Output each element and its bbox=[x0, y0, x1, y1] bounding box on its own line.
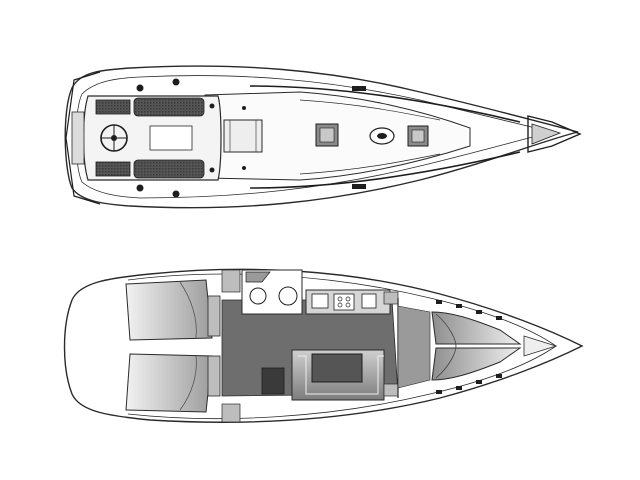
galley-stove bbox=[333, 293, 355, 311]
companionway-hatch bbox=[223, 119, 263, 153]
winch-stbd-aft bbox=[136, 184, 144, 192]
locker-port-fwd bbox=[383, 291, 399, 305]
cockpit-seat-port bbox=[133, 97, 205, 117]
locker-stbd-fwd bbox=[383, 383, 399, 397]
vberth-port bbox=[431, 311, 522, 345]
transom-platform bbox=[71, 111, 85, 165]
saloon-table bbox=[311, 353, 363, 383]
cockpit-seat-stbd bbox=[133, 159, 205, 179]
genoa-track-port bbox=[249, 85, 521, 123]
aft-pushpit bbox=[65, 71, 101, 205]
bow-pulpit bbox=[527, 115, 582, 153]
chart-table bbox=[261, 367, 285, 395]
aft-berth-port bbox=[125, 279, 213, 341]
galley-fridge bbox=[361, 293, 377, 309]
deck-toerail bbox=[75, 75, 553, 199]
aft-locker-stbd bbox=[207, 355, 221, 397]
vberth-stbd bbox=[431, 347, 522, 381]
aft-berth-stbd bbox=[125, 353, 213, 413]
deck-plan bbox=[64, 65, 582, 209]
hull-shelves bbox=[436, 300, 502, 394]
winch-port-fwd bbox=[172, 78, 180, 86]
helm-seat-port bbox=[95, 99, 131, 115]
chain-locker bbox=[523, 335, 558, 357]
toilet-icon bbox=[249, 287, 267, 305]
galley-sink bbox=[311, 293, 329, 309]
winch-stbd-fwd bbox=[172, 190, 180, 198]
washbasin-icon bbox=[278, 286, 298, 306]
winch-port-aft bbox=[136, 84, 144, 92]
genoa-track-stbd bbox=[249, 151, 521, 189]
helm-seat-stbd bbox=[95, 161, 131, 177]
cockpit-table bbox=[149, 125, 193, 151]
interior-plan bbox=[63, 268, 584, 423]
aft-locker-port bbox=[207, 295, 221, 337]
